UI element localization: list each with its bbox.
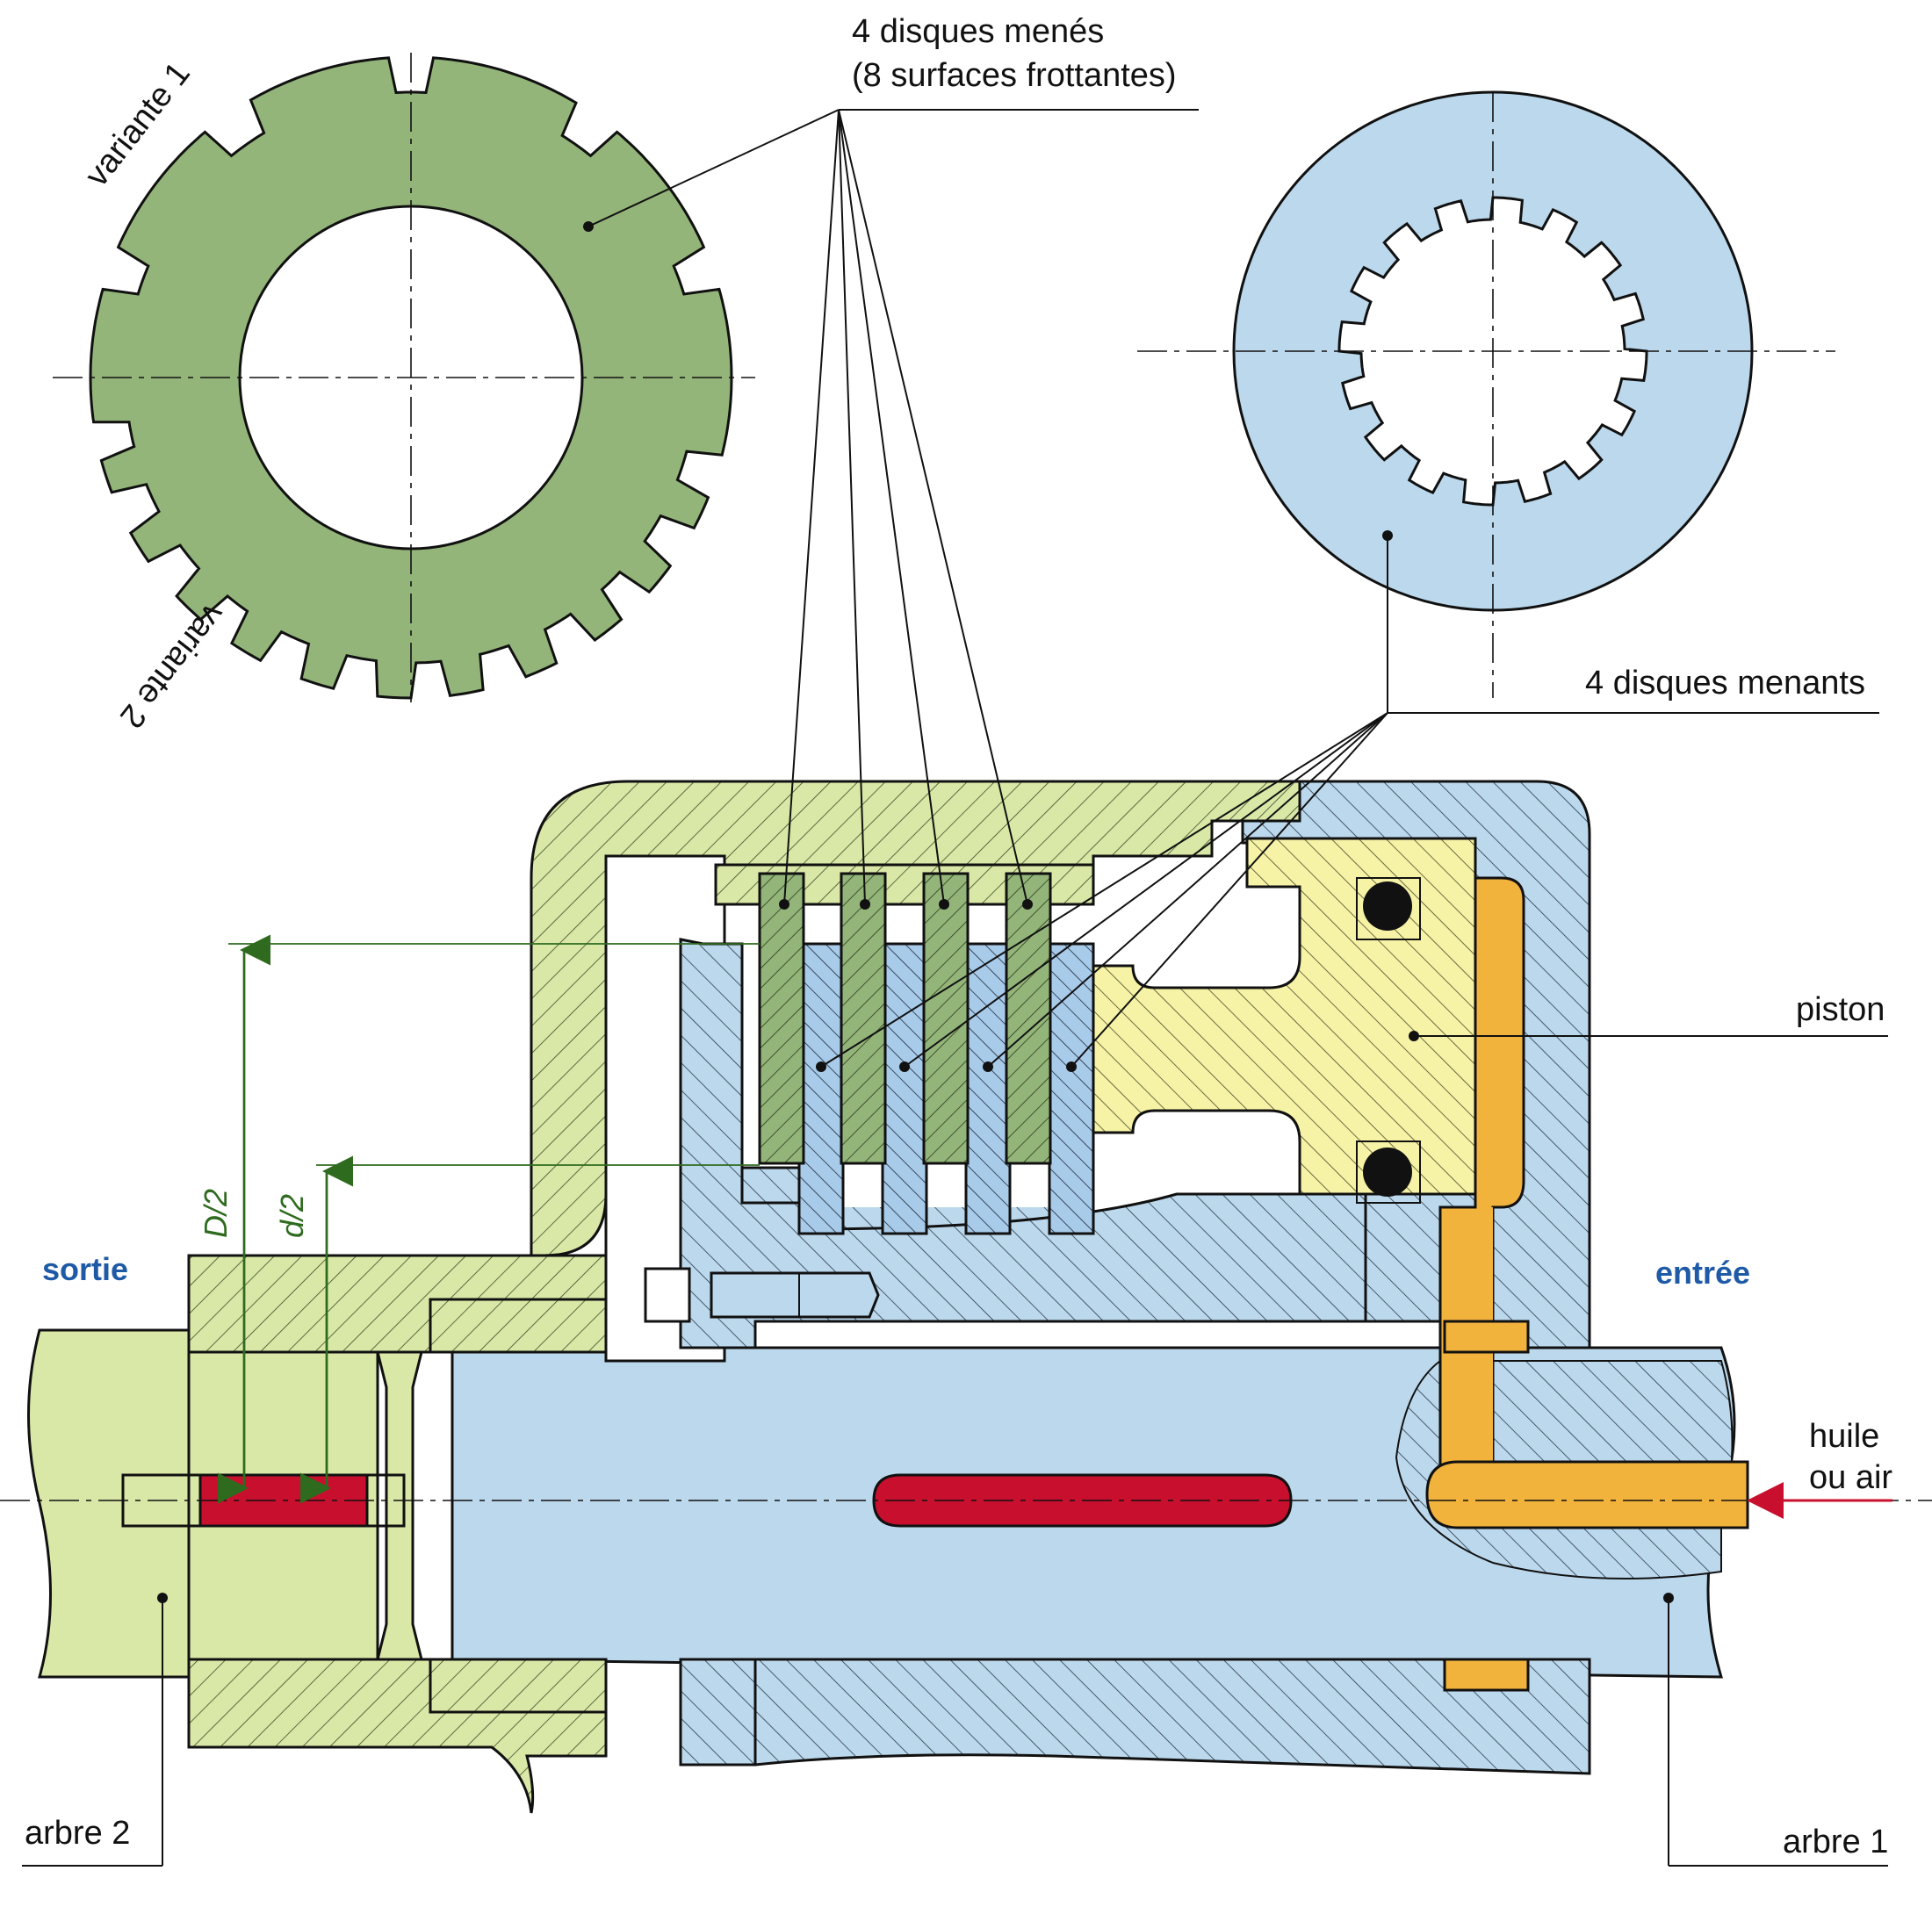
shaft-1-label: arbre 1: [1783, 1824, 1888, 1860]
dimensions: D/2 d/2: [198, 934, 760, 1504]
driven-discs-label: 4 disques menés: [852, 13, 1104, 50]
driven-discs-sublabel: (8 surfaces frottantes): [852, 57, 1177, 94]
driven-disc-section-1: [758, 872, 805, 1165]
driving-disc-section-3: [964, 942, 1012, 1235]
variant-2-label: variante 2: [112, 596, 232, 734]
input-label: entrée: [1655, 1255, 1750, 1291]
piston: [1092, 837, 1477, 1204]
driven-disc-section-3: [922, 872, 970, 1165]
driving-disc-section-2: [881, 942, 928, 1235]
disc-stack: [758, 872, 1095, 1235]
driving-discs-label: 4 disques menants: [1585, 665, 1865, 702]
oil-channel: [1425, 876, 1749, 1692]
leader-lines: [22, 109, 1892, 1867]
driving-disc-section-4: [1048, 942, 1095, 1235]
dim-D-label: D/2: [198, 1189, 234, 1238]
output-label: sortie: [42, 1251, 128, 1287]
driving-disc-view: [1137, 90, 1835, 698]
dim-d-label: d/2: [274, 1194, 310, 1238]
oil-label-2: ou air: [1809, 1459, 1892, 1496]
oil-label-1: huile: [1809, 1418, 1879, 1455]
driving-disc-section-1: [797, 942, 845, 1235]
shaft-2: [27, 1328, 191, 1679]
shaft-2-label: arbre 2: [25, 1815, 130, 1852]
driven-disc-section-2: [840, 872, 887, 1165]
piston-label: piston: [1796, 991, 1885, 1028]
driven-disc-view: [53, 53, 755, 702]
